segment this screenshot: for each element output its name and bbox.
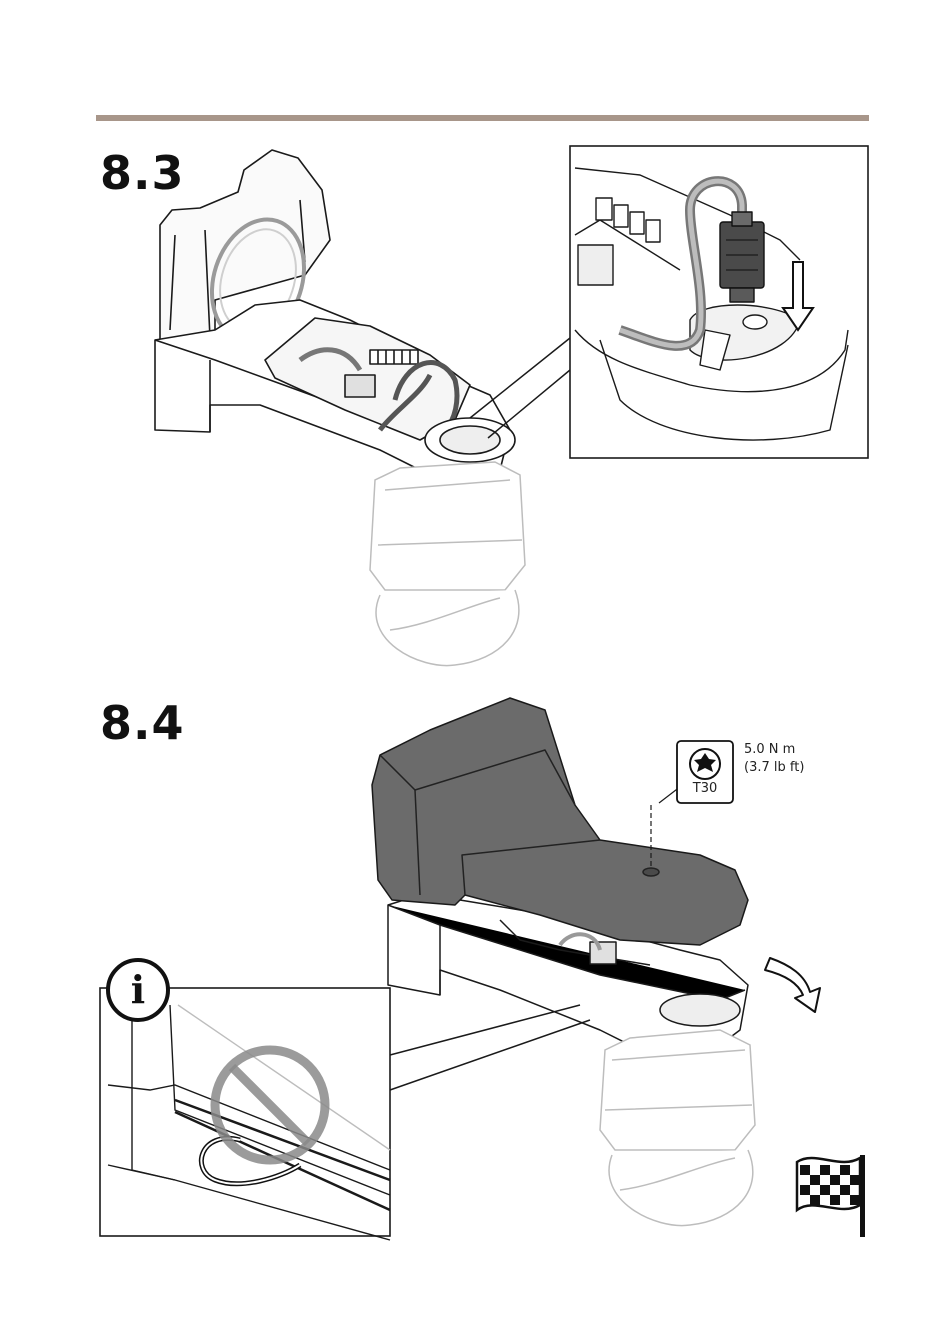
detail-inset-frame <box>570 146 868 458</box>
finish-flag-icon <box>797 1155 865 1237</box>
torx-bit-label: T30 <box>677 781 733 796</box>
torque-imperial: (3.7 lb ft) <box>744 759 804 777</box>
info-callout-lines <box>390 1005 590 1090</box>
dome-camera <box>370 462 525 666</box>
torque-spec: 5.0 N m (3.7 lb ft) <box>744 741 804 777</box>
info-symbol: i <box>108 960 168 1020</box>
torque-metric: 5.0 N m <box>744 741 804 759</box>
arrow-rotate-down-icon <box>765 958 820 1012</box>
dome-camera-step2 <box>600 1030 755 1226</box>
mount-housing-open <box>155 150 515 490</box>
